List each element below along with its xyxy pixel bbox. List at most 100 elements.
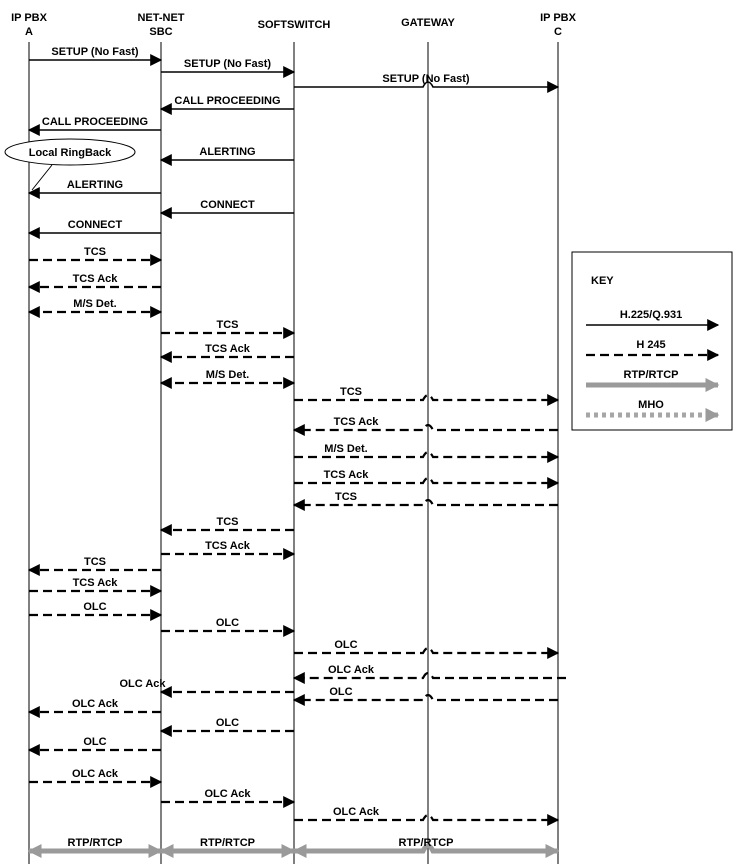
local-ringback-callout: Local RingBack xyxy=(4,138,136,191)
message-33: OLC xyxy=(27,736,161,756)
message-arrow xyxy=(294,450,560,463)
message-label: TCS xyxy=(217,516,239,528)
legend-box xyxy=(571,251,733,431)
message-36: OLC Ack xyxy=(294,806,560,826)
message-label: M/S Det. xyxy=(206,369,249,381)
message-7: ALERTING xyxy=(27,179,161,199)
message-37: RTP/RTCP xyxy=(27,837,163,858)
message-arrow xyxy=(292,693,558,706)
message-label: OLC Ack xyxy=(72,698,119,710)
message-arrow xyxy=(294,476,560,489)
message-18: M/S Det. xyxy=(294,443,560,463)
messages: SETUP (No Fast) SETUP (No Fast) SETUP (No … xyxy=(27,46,566,858)
legend-label: RTP/RTCP xyxy=(624,369,679,381)
message-31: OLC Ack xyxy=(27,698,161,718)
message-label: TCS Ack xyxy=(73,577,119,589)
message-10: TCS xyxy=(29,246,163,266)
legend-label: H.225/Q.931 xyxy=(620,309,682,321)
message-29: OLC Ack xyxy=(119,678,294,698)
message-27: OLC xyxy=(294,639,560,659)
message-label: SETUP (No Fast) xyxy=(51,46,139,58)
message-label: OLC xyxy=(83,601,106,613)
legend-item-1: H.225/Q.931 xyxy=(586,309,720,331)
message-arrow xyxy=(294,813,560,826)
message-arrow xyxy=(292,843,560,858)
message-label: OLC xyxy=(216,717,239,729)
legend-title: KEY xyxy=(591,275,614,287)
message-label: M/S Det. xyxy=(324,443,367,455)
message-38: RTP/RTCP xyxy=(159,837,296,858)
message-label: OLC xyxy=(83,736,106,748)
participant-sbc-label-2: SBC xyxy=(149,26,172,38)
message-6: ALERTING xyxy=(159,146,294,166)
callout-ellipse xyxy=(4,138,136,166)
legend-item-2: H 245 xyxy=(586,339,720,361)
message-label: OLC Ack xyxy=(204,788,251,800)
participant-sbc-label-1: NET-NET xyxy=(137,12,184,24)
message-label: TCS Ack xyxy=(324,469,370,481)
message-11: TCS Ack xyxy=(27,273,161,293)
message-24: TCS Ack xyxy=(29,577,163,597)
message-20: TCS xyxy=(292,491,558,511)
message-2: SETUP (No Fast) xyxy=(161,58,296,78)
message-label: TCS Ack xyxy=(73,273,119,285)
participant-ss-label-1: SOFTSWITCH xyxy=(258,19,331,31)
message-9: CONNECT xyxy=(27,219,161,239)
message-15: M/S Det. xyxy=(159,369,296,389)
lifelines xyxy=(28,42,559,864)
message-label: M/S Det. xyxy=(73,298,116,310)
message-label: TCS xyxy=(84,246,106,258)
message-label: CALL PROCEEDING xyxy=(174,95,280,107)
message-label: OLC xyxy=(329,686,352,698)
message-label: ALERTING xyxy=(199,146,255,158)
participant-a-label-1: IP PBX xyxy=(11,12,48,24)
legend-item-4: MHO xyxy=(586,399,720,422)
message-label: TCS xyxy=(335,491,357,503)
legend-label: MHO xyxy=(638,399,664,411)
message-arrow xyxy=(294,646,560,659)
message-label: TCS Ack xyxy=(205,540,251,552)
message-22: TCS Ack xyxy=(161,540,296,560)
message-label: TCS xyxy=(340,386,362,398)
message-19: TCS Ack xyxy=(294,469,560,489)
message-3: SETUP (No Fast) xyxy=(294,73,560,93)
message-arrow xyxy=(294,393,560,406)
participant-gw-label-1: GATEWAY xyxy=(401,17,455,29)
message-17: TCS Ack xyxy=(292,416,558,436)
callout-text: Local RingBack xyxy=(29,147,112,159)
message-label: CONNECT xyxy=(200,199,255,211)
message-35: OLC Ack xyxy=(161,788,296,808)
message-13: TCS xyxy=(161,319,296,339)
message-34: OLC Ack xyxy=(29,768,163,788)
message-21: TCS xyxy=(159,516,294,536)
message-28: OLC Ack xyxy=(292,664,566,684)
message-label: OLC Ack xyxy=(333,806,380,818)
message-label: OLC Ack xyxy=(328,664,375,676)
message-label: TCS xyxy=(217,319,239,331)
participant-c-label-1: IP PBX xyxy=(540,12,577,24)
message-label: CALL PROCEEDING xyxy=(42,116,148,128)
message-label: TCS xyxy=(84,556,106,568)
message-label: SETUP (No Fast) xyxy=(184,58,272,70)
message-label: OLC xyxy=(334,639,357,651)
message-label: RTP/RTCP xyxy=(68,837,123,849)
message-23: TCS xyxy=(27,556,161,576)
message-16: TCS xyxy=(294,386,560,406)
message-12: M/S Det. xyxy=(27,298,163,318)
message-32: OLC xyxy=(159,717,294,737)
legend-item-3: RTP/RTCP xyxy=(586,369,720,392)
message-39: RTP/RTCP xyxy=(292,837,560,858)
message-14: TCS Ack xyxy=(159,343,294,363)
message-1: SETUP (No Fast) xyxy=(29,46,163,66)
message-label: RTP/RTCP xyxy=(200,837,255,849)
message-arrow xyxy=(294,81,560,93)
message-label: SETUP (No Fast) xyxy=(382,73,470,85)
message-label: RTP/RTCP xyxy=(399,837,454,849)
message-26: OLC xyxy=(161,617,296,637)
message-label: ALERTING xyxy=(67,179,123,191)
message-arrow xyxy=(292,498,558,511)
